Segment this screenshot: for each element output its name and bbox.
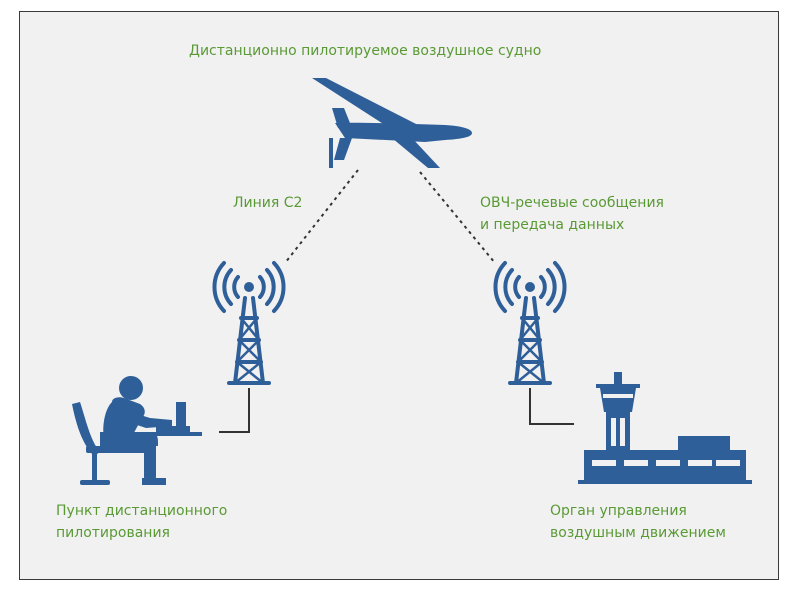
right-radio-tower-icon bbox=[493, 261, 567, 385]
pilot-label-line-1: Пункт дистанционного bbox=[56, 503, 228, 519]
control-tower-building-icon bbox=[578, 372, 752, 484]
atc-cable-line bbox=[529, 388, 574, 425]
operator-at-laptop-icon bbox=[72, 376, 202, 485]
atc-unit-label: Орган управления воздушным движением bbox=[550, 500, 726, 544]
pilot-cable-line bbox=[219, 388, 250, 433]
c2-link-label: Линия С2 bbox=[233, 195, 303, 211]
pilot-station-label: Пункт дистанционного пилотирования bbox=[56, 500, 227, 544]
vhf-link-label: ОВЧ-речевые сообщения и передача данных bbox=[480, 192, 664, 236]
vhf-label-line-2: и передача данных bbox=[480, 217, 625, 233]
vhf-label-line-1: ОВЧ-речевые сообщения bbox=[480, 195, 664, 211]
left-radio-tower-icon bbox=[212, 261, 286, 385]
atc-label-line-1: Орган управления bbox=[550, 503, 687, 519]
pilot-label-line-2: пилотирования bbox=[56, 525, 170, 541]
aircraft-label: Дистанционно пилотируемое воздушное судн… bbox=[189, 43, 542, 59]
vhf-link-dashed-line bbox=[419, 171, 496, 264]
c2-link-dashed-line bbox=[284, 169, 359, 264]
atc-label-line-2: воздушным движением bbox=[550, 525, 726, 541]
diagram-frame bbox=[19, 11, 779, 580]
uav-drone-icon bbox=[312, 78, 472, 168]
